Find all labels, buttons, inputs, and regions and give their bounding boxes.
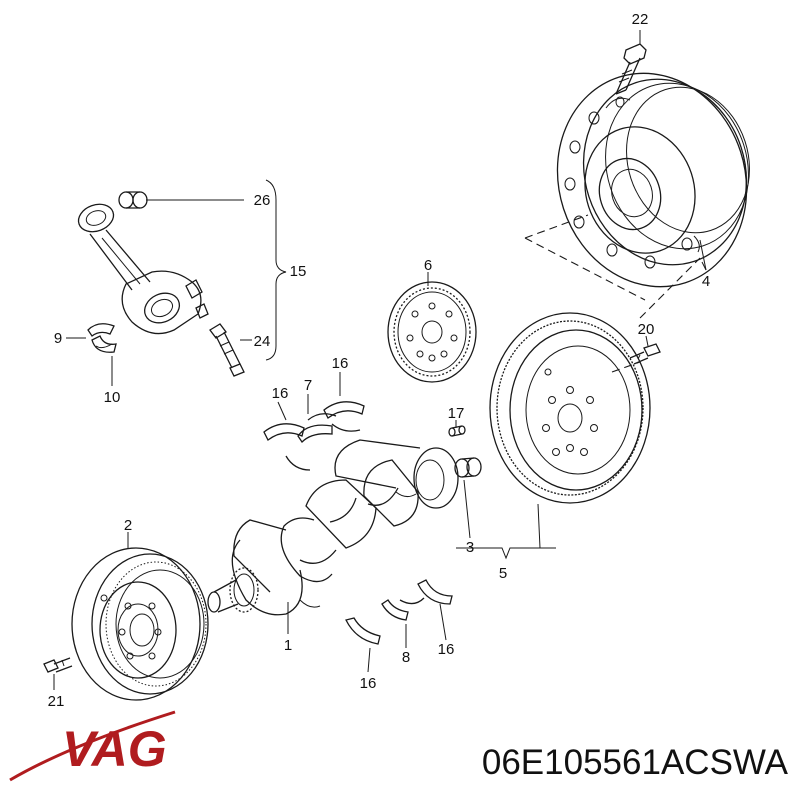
callout-4: 4: [702, 273, 710, 290]
crankshaft: [207, 439, 459, 616]
pilot-bushing: [454, 457, 482, 478]
assembly-line-flywheel: [524, 214, 701, 319]
main-bearing-shells-lower: [345, 579, 453, 645]
pulley-bolt-21: [43, 657, 73, 673]
callout-1: 1: [284, 637, 292, 654]
callout-2: 2: [124, 517, 132, 534]
dual-mass-flywheel: [556, 72, 750, 288]
flywheel-ring-gear: [489, 312, 651, 504]
vag-logo-text: VAG: [62, 721, 167, 777]
callout-16-upper-right: 16: [332, 355, 349, 372]
callout-22: 22: [632, 11, 649, 28]
callout-24: 24: [254, 333, 271, 350]
conrod-bolt: [209, 323, 245, 377]
callout-21: 21: [48, 693, 65, 710]
callout-7: 7: [304, 377, 312, 394]
callout-5: 5: [499, 565, 507, 582]
callout-6: 6: [424, 257, 432, 274]
callout-16-lower-right: 16: [438, 641, 455, 658]
callout-10: 10: [104, 389, 121, 406]
main-bearing-shells-upper: [263, 401, 365, 471]
callout-16-upper-left: 16: [272, 385, 289, 402]
vibration-damper-pulley: [71, 547, 209, 701]
small-end-bushing: [118, 191, 148, 209]
callout-26: 26: [254, 192, 271, 209]
callout-16-lower-left: 16: [360, 675, 377, 692]
callout-3: 3: [466, 539, 474, 556]
leader-lines: [53, 30, 707, 690]
drive-plate-ring-gear: [387, 281, 477, 383]
bracket-15: [265, 179, 287, 361]
callout-17: 17: [448, 405, 465, 422]
assembly-line-bolt-20: [611, 361, 641, 373]
connecting-rod: [77, 203, 209, 335]
flywheel-bolt-20: [629, 343, 661, 365]
callout-20: 20: [638, 321, 655, 338]
flywheel-bolt-22: [615, 43, 647, 95]
dowel-pin: [448, 425, 466, 437]
callout-15: 15: [290, 263, 307, 280]
conrod-bearing-shells: [87, 323, 117, 353]
callout-8: 8: [402, 649, 410, 666]
callout-9: 9: [54, 330, 62, 347]
part-number: 06E105561ACSWA: [482, 743, 789, 782]
vag-logo: VAG: [9, 710, 176, 782]
